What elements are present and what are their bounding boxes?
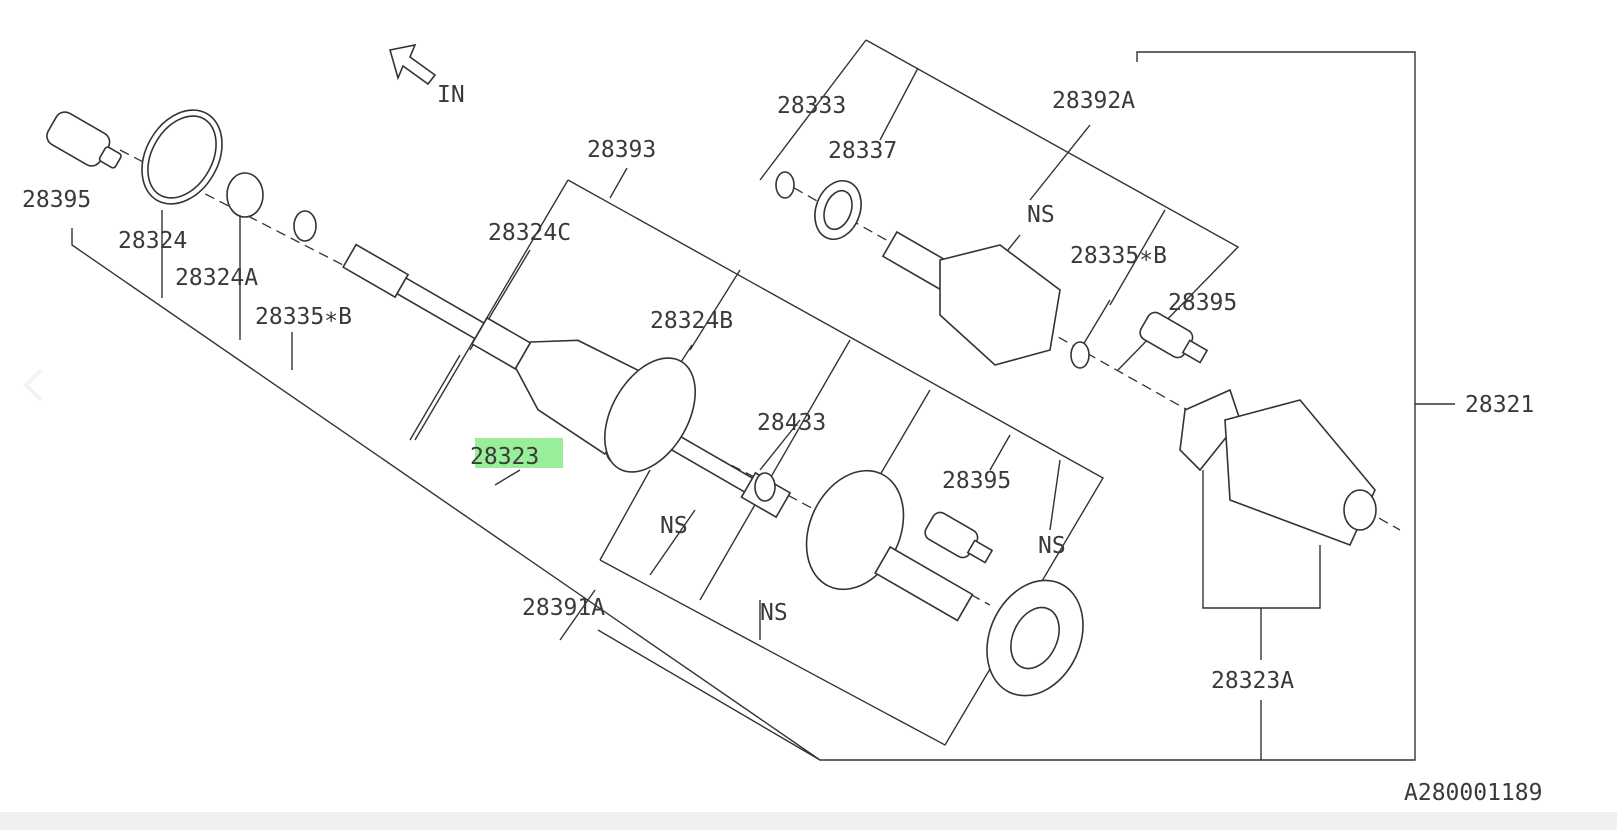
part-label-ns: NS	[760, 600, 788, 626]
previous-arrow-button[interactable]	[14, 365, 54, 405]
part-label-28323[interactable]: 28323	[470, 444, 539, 470]
direction-arrow-icon	[388, 43, 437, 86]
part-label-28395[interactable]: 28395	[22, 187, 91, 213]
part-label-28395[interactable]: 28395	[942, 468, 1011, 494]
part-label-28392A[interactable]: 28392A	[1052, 88, 1135, 114]
part-label-28433[interactable]: 28433	[757, 410, 826, 436]
part-label-28395[interactable]: 28395	[1168, 290, 1237, 316]
part-label-28335B[interactable]: 28335∗B	[255, 304, 352, 330]
leader-lines	[71, 39, 1455, 761]
part-label-28393[interactable]: 28393	[587, 137, 656, 163]
part-label-28321[interactable]: 28321	[1465, 392, 1534, 418]
direction-label: IN	[437, 82, 465, 108]
part-label-ns: NS	[1038, 533, 1066, 559]
bottom-bar	[0, 812, 1617, 830]
part-label-28335B[interactable]: 28335∗B	[1070, 243, 1167, 269]
part-label-28333[interactable]: 28333	[777, 93, 846, 119]
part-shapes	[46, 109, 1377, 697]
part-labels: 28395 28324 28324A 28335∗B 28393 28324C …	[22, 88, 1534, 694]
part-label-28391A[interactable]: 28391A	[522, 595, 605, 621]
figure-code: A280001189	[1404, 780, 1542, 806]
part-label-ns: NS	[660, 513, 688, 539]
part-label-ns: NS	[1027, 202, 1055, 228]
part-label-28324A[interactable]: 28324A	[175, 265, 258, 291]
part-label-28324[interactable]: 28324	[118, 228, 187, 254]
part-label-28324C[interactable]: 28324C	[488, 220, 571, 246]
part-label-28337[interactable]: 28337	[828, 138, 897, 164]
chevron-left-icon	[23, 369, 42, 401]
part-label-28324B[interactable]: 28324B	[650, 308, 733, 334]
part-label-28323A[interactable]: 28323A	[1211, 668, 1294, 694]
highlight-28323	[475, 438, 563, 468]
